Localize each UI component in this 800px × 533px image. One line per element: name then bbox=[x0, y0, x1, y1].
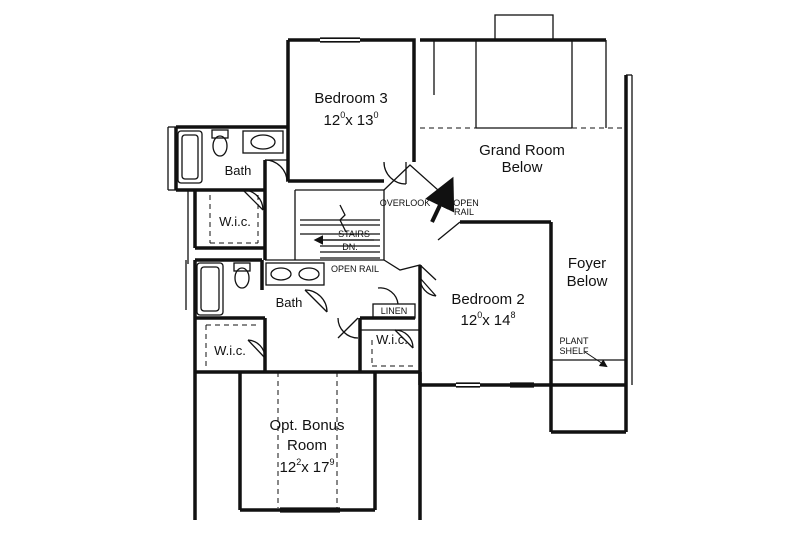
interior-lines bbox=[167, 14, 633, 513]
grand-room-line2: Below bbox=[502, 159, 543, 176]
open-rail-bottom-label: OPEN RAIL bbox=[331, 264, 379, 274]
bath-upper-label: Bath bbox=[225, 163, 252, 178]
grand-room-line1: Grand Room bbox=[479, 142, 565, 159]
bonus-line1: Opt. Bonus bbox=[269, 417, 344, 434]
bedroom2-name: Bedroom 2 bbox=[451, 291, 524, 308]
plant-shelf-1: PLANT bbox=[559, 336, 589, 346]
wic-upper-label: W.i.c. bbox=[219, 214, 251, 229]
bedroom3-name: Bedroom 3 bbox=[314, 90, 387, 107]
overlook-label: OVERLOOK bbox=[380, 198, 431, 208]
plant-shelf-arrow bbox=[584, 351, 608, 368]
linen-label: LINEN bbox=[381, 306, 408, 316]
overlook-arrow bbox=[425, 176, 455, 223]
open-rail-right-1: OPEN bbox=[453, 198, 479, 208]
wic-lower-left-label: W.i.c. bbox=[214, 343, 246, 358]
stairs-label: STAIRS bbox=[338, 229, 370, 239]
dn-label: DN. bbox=[342, 242, 358, 252]
open-rail-right-2: RAIL bbox=[454, 207, 474, 217]
plant-shelf-2: SHELF bbox=[559, 346, 589, 356]
bath-lower-label: Bath bbox=[276, 295, 303, 310]
dashed-lines bbox=[205, 127, 626, 508]
foyer-line1: Foyer bbox=[568, 255, 606, 272]
wic-lower-right-label: W.i.c. bbox=[376, 332, 408, 347]
exterior-walls bbox=[174, 38, 628, 520]
foyer-line2: Below bbox=[567, 273, 608, 290]
bonus-line2: Room bbox=[287, 437, 327, 454]
